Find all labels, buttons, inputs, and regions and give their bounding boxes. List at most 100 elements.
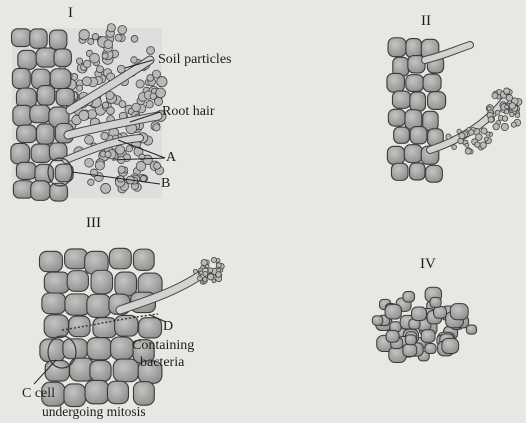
cortex-cell: [50, 69, 71, 89]
cortex-cell: [12, 29, 32, 47]
cortex-cell: [91, 270, 113, 294]
soil-particle: [85, 135, 94, 144]
nodule-cell: [385, 304, 401, 319]
cortex-cell: [133, 249, 154, 270]
soil-particle: [107, 107, 115, 115]
cortex-cell: [90, 361, 111, 382]
cortex-cell: [87, 338, 111, 360]
bacterium: [475, 142, 480, 147]
bacterium: [469, 130, 475, 136]
soil-particle: [102, 102, 108, 108]
soil-particle: [101, 183, 111, 193]
bacterium: [484, 137, 488, 141]
cortex-cell: [49, 30, 66, 49]
cortex-cell: [65, 249, 88, 269]
soil-particle: [118, 166, 125, 173]
panel-2-numeral: II: [421, 14, 431, 29]
bacterium: [501, 123, 508, 130]
cortex-cell: [107, 381, 128, 403]
cortex-cell: [410, 92, 426, 111]
cortex-cell: [56, 88, 74, 105]
bacterium: [493, 124, 499, 130]
cortex-cell: [423, 74, 441, 92]
bacterium: [193, 269, 197, 273]
nodule-cell: [430, 297, 441, 307]
cortex-cell: [44, 272, 69, 293]
containing-label: Containing: [132, 338, 194, 353]
cortex-cell: [30, 29, 47, 48]
bacterium: [208, 268, 213, 273]
soil-particle: [104, 40, 113, 49]
bacterium: [465, 143, 469, 147]
bacterium: [488, 117, 494, 123]
bacterium: [216, 263, 221, 268]
soil-particle: [147, 47, 155, 55]
nodule-cell: [403, 291, 415, 301]
bacterium: [211, 257, 216, 262]
soil-particle: [132, 103, 140, 111]
soil-particle: [85, 158, 94, 167]
cortex-cell: [404, 145, 422, 163]
nodule-cell: [433, 307, 446, 319]
panel-3-root-cortex: [39, 248, 224, 406]
soil-particle: [156, 88, 166, 98]
cortex-cell: [17, 125, 37, 142]
soil-particle: [95, 161, 104, 170]
bacterium: [492, 93, 498, 99]
cortex-cell: [428, 92, 446, 110]
cortex-cell: [85, 380, 109, 403]
nodule-cell: [425, 343, 436, 353]
cortex-cell: [42, 293, 66, 314]
cortex-cell: [406, 75, 424, 92]
soil-particle: [88, 179, 94, 185]
soil-particle: [90, 53, 100, 63]
bacterium: [515, 113, 520, 118]
cortex-cell: [18, 50, 37, 69]
soil-particle: [102, 53, 108, 59]
c-cell-label: C cell: [22, 386, 55, 401]
bacterium: [201, 259, 207, 265]
cortex-cell: [39, 251, 62, 271]
cortex-cell: [391, 163, 408, 180]
soil-particle: [136, 161, 146, 171]
bacterium: [476, 134, 483, 141]
cortex-cell: [410, 127, 427, 144]
soil-particle: [131, 57, 137, 63]
soil-particle: [101, 132, 109, 140]
bacterium: [446, 134, 451, 139]
bacteria-label: bacteria: [140, 355, 184, 370]
soil-particle: [76, 58, 82, 64]
bacterium: [203, 277, 207, 281]
nodule-cell: [466, 325, 476, 334]
cortex-cell: [31, 144, 51, 162]
bacterium: [510, 112, 514, 116]
panel-1-numeral: I: [68, 6, 73, 21]
cortex-cell: [54, 49, 71, 67]
cortex-cell: [31, 181, 50, 201]
soil-particle: [77, 85, 83, 91]
panel-3-numeral: III: [86, 216, 101, 231]
soil-particle: [92, 33, 98, 39]
soil-particle: [131, 35, 138, 42]
cortex-cell: [16, 162, 35, 179]
cortex-cell: [40, 339, 65, 362]
nodule-cell: [450, 304, 468, 320]
soil-particle: [115, 34, 122, 41]
cortex-cell: [410, 163, 425, 180]
soil-particle: [140, 175, 146, 181]
nodule-cell: [405, 335, 416, 345]
nodule-cell: [372, 316, 382, 325]
mitosis-label: undergoing mitosis: [42, 404, 146, 419]
soil-particle: [82, 77, 91, 86]
bacterium: [505, 105, 509, 109]
cortex-cell: [133, 382, 154, 405]
label-d: D: [163, 319, 173, 334]
soil-particle: [118, 26, 127, 35]
nodule-cell: [403, 344, 417, 357]
soil-particles-label: Soil particles: [158, 52, 232, 67]
bacterium: [495, 110, 500, 115]
cortex-cell: [388, 38, 406, 57]
cortex-cell: [115, 272, 137, 296]
